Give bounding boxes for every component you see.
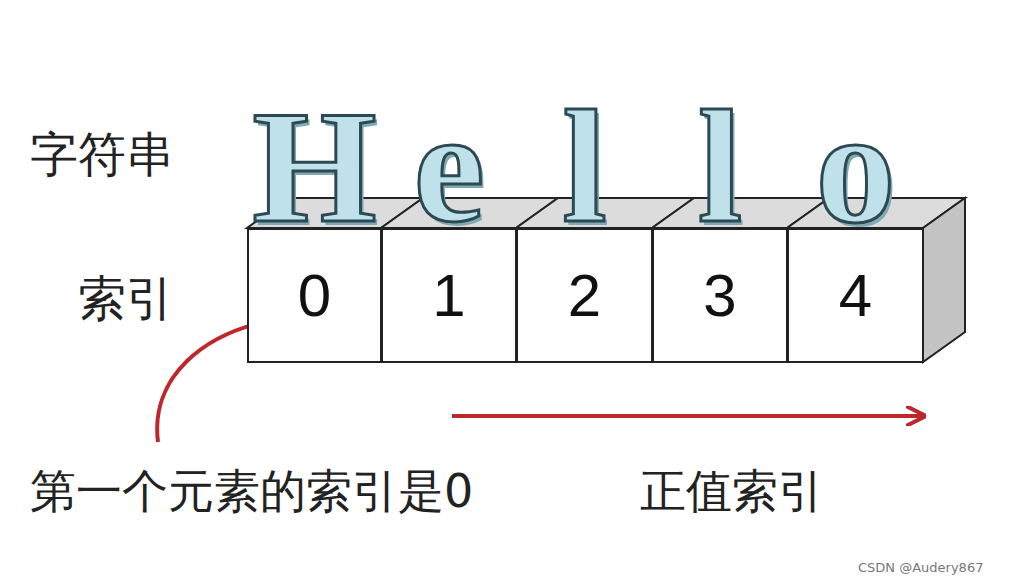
index-box: o4 — [787, 228, 924, 363]
note-text: 第一个元素的索引是0 — [30, 466, 473, 517]
index-box: e1 — [381, 228, 517, 363]
string-letter: H — [252, 105, 376, 230]
box-side-face — [923, 198, 965, 362]
string-letter: e — [413, 105, 484, 230]
row-label: 索引 — [78, 272, 174, 325]
watermark: CSDN @Audery867 — [858, 561, 983, 575]
string-letter: l — [698, 105, 742, 230]
note-text: 正值索引 — [640, 466, 824, 517]
index-number: 1 — [432, 266, 465, 326]
index-box: l3 — [652, 228, 788, 363]
string-letter: l — [562, 105, 606, 230]
index-number: 3 — [703, 266, 736, 326]
index-number: 4 — [839, 266, 872, 326]
direction-arrow — [452, 414, 922, 418]
index-number: 2 — [568, 266, 601, 326]
index-box: l2 — [516, 228, 653, 363]
index-number: 0 — [298, 266, 331, 326]
row-label: 字符串 — [30, 128, 174, 181]
string-letter: o — [816, 105, 896, 230]
index-box: H0 — [247, 228, 382, 363]
